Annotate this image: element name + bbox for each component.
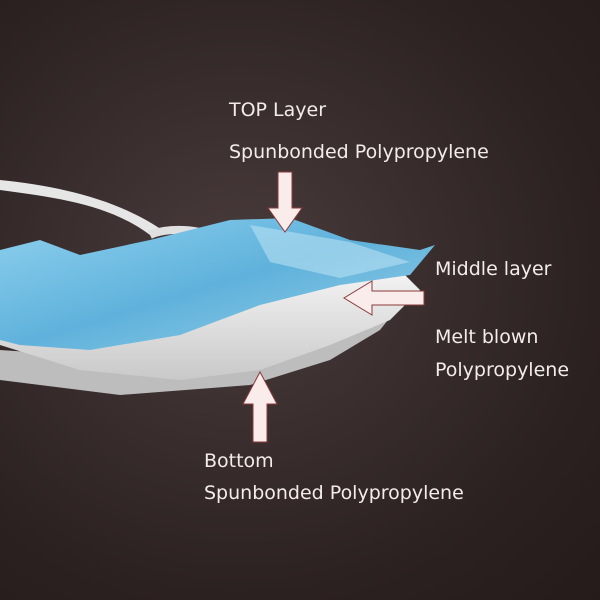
bottom-layer-title: Bottom <box>204 450 274 472</box>
arrow-top-icon <box>267 171 303 233</box>
middle-layer-title: Middle layer <box>435 258 552 280</box>
top-layer-title: TOP Layer <box>229 99 327 121</box>
middle-layer-material-line2: Polypropylene <box>435 359 570 381</box>
middle-layer-material-line1: Melt blown <box>435 326 539 348</box>
arrow-middle-icon <box>343 280 425 316</box>
ear-loop <box>0 180 165 235</box>
arrow-bottom-icon <box>242 370 278 443</box>
top-layer-material: Spunbonded Polypropylene <box>229 141 489 163</box>
bottom-layer-material: Spunbonded Polypropylene <box>204 482 464 504</box>
middle-layer <box>0 270 420 380</box>
